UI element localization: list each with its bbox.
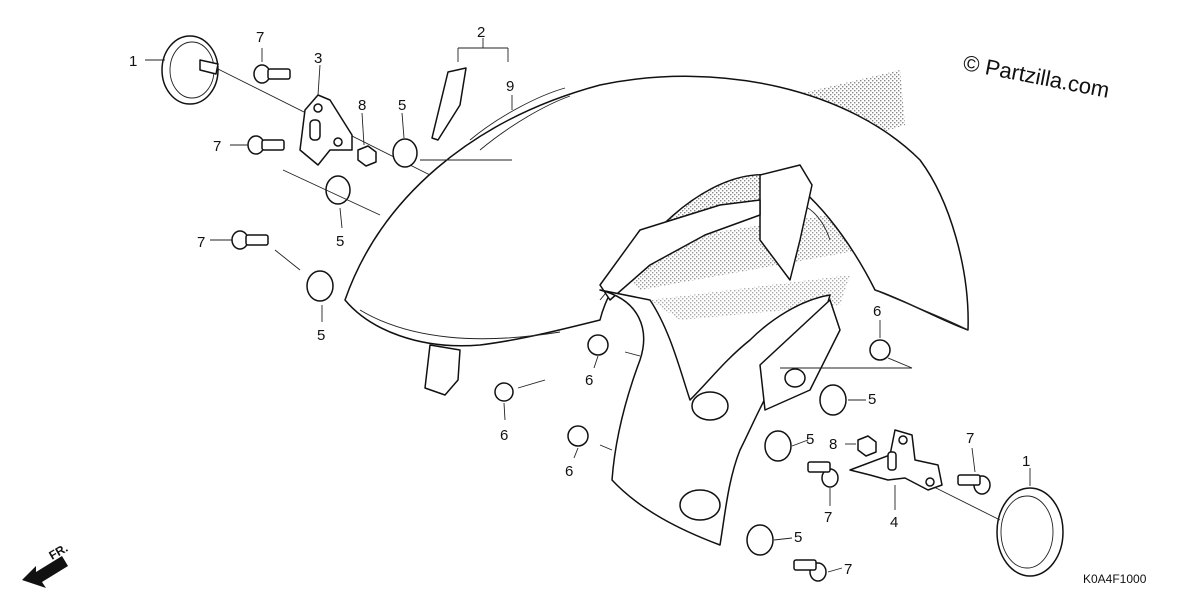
callout-7: 7 — [197, 234, 205, 251]
front-direction-arrow-icon — [22, 556, 68, 588]
callout-7: 7 — [844, 561, 852, 578]
bracket-left — [299, 94, 353, 166]
lower-fender — [599, 289, 841, 546]
callout-6: 6 — [585, 372, 593, 389]
callout-5: 5 — [794, 529, 802, 546]
leader-lines — [145, 38, 1031, 573]
drawing-code: K0A4F1000 — [1083, 572, 1147, 586]
callout-2: 2 — [477, 24, 485, 41]
bracket-right — [849, 429, 943, 491]
callout-7: 7 — [966, 430, 974, 447]
front-direction-label: FR. — [47, 541, 71, 563]
callout-5: 5 — [336, 233, 344, 250]
callout-6: 6 — [873, 303, 881, 320]
decal-strip — [431, 67, 467, 141]
grommets — [306, 138, 847, 556]
fender-stay — [424, 344, 461, 396]
callout-5: 5 — [806, 431, 814, 448]
collars — [494, 334, 891, 447]
bolts — [231, 64, 991, 582]
callout-5: 5 — [868, 391, 876, 408]
callout-1-right: 1 — [1022, 453, 1030, 470]
cap-left — [161, 35, 431, 176]
callout-9: 9 — [506, 78, 514, 95]
callout-4: 4 — [890, 514, 898, 531]
front-fender — [344, 75, 969, 347]
callout-8: 8 — [829, 436, 837, 453]
callout-5: 5 — [317, 327, 325, 344]
nuts — [357, 145, 877, 457]
cap-right — [919, 479, 1064, 577]
callout-1-left: 1 — [129, 53, 137, 70]
callout-8: 8 — [358, 97, 366, 114]
callout-6: 6 — [565, 463, 573, 480]
callout-7: 7 — [824, 509, 832, 526]
callout-3: 3 — [314, 50, 322, 67]
callout-6: 6 — [500, 427, 508, 444]
callout-7: 7 — [213, 138, 221, 155]
callout-7: 7 — [256, 29, 264, 46]
callout-5: 5 — [398, 97, 406, 114]
callout-labels: 1 1 2 3 4 5 5 5 5 5 5 5 6 6 6 6 7 7 7 7 … — [129, 24, 1030, 578]
